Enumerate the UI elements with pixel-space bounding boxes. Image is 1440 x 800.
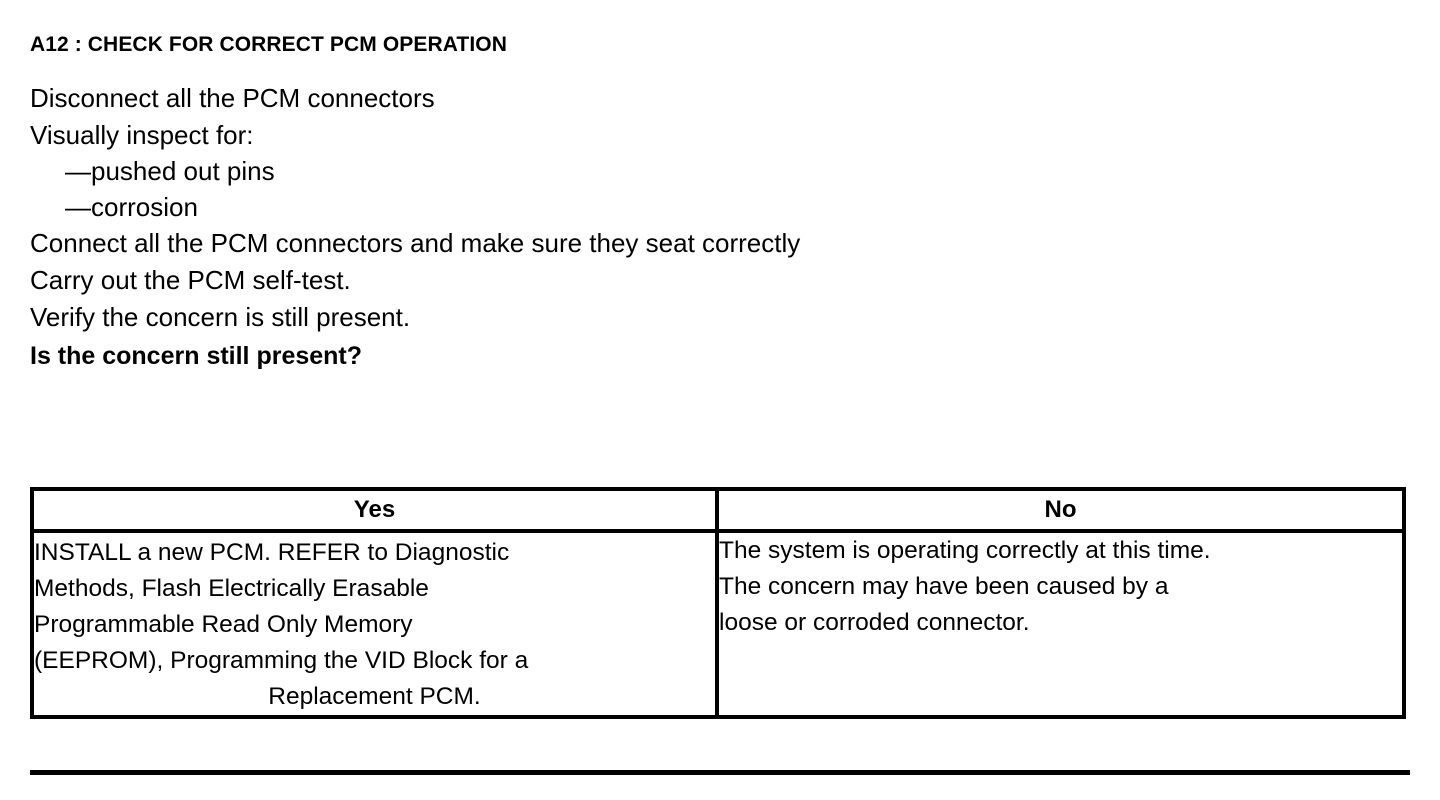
column-header-yes: Yes	[30, 487, 719, 533]
decision-table: Yes No INSTALL a new PCM. REFER to Diagn…	[30, 487, 1406, 719]
decision-question: Is the concern still present?	[30, 342, 363, 370]
cell-line: Programmable Read Only Memory	[34, 611, 413, 638]
decision-cell-yes-text: INSTALL a new PCM. REFER to Diagnostic M…	[34, 533, 715, 715]
instruction-line: Visually inspect for:	[30, 120, 254, 150]
footer-divider	[30, 770, 1410, 775]
cell-line: (EEPROM), Programming the VID Block for …	[34, 647, 529, 674]
decision-cell-no: The system is operating correctly at thi…	[715, 529, 1406, 719]
cell-line: INSTALL a new PCM. REFER to Diagnostic	[34, 539, 510, 566]
page-title: A12 : CHECK FOR CORRECT PCM OPERATION	[30, 33, 507, 56]
decision-cell-yes: INSTALL a new PCM. REFER to Diagnostic M…	[30, 529, 719, 719]
cell-line: The system is operating correctly at thi…	[719, 537, 1211, 564]
instruction-list: Disconnect all the PCM connectors Visual…	[30, 80, 1410, 376]
cell-line: loose or corroded connector.	[719, 609, 1030, 636]
instruction-line-bullet: —pushed out pins	[65, 156, 275, 186]
table-header-row: Yes No	[30, 487, 1406, 533]
cell-line: The concern may have been caused by a	[719, 573, 1169, 600]
decision-cell-no-text: The system is operating correctly at thi…	[719, 533, 1402, 645]
instruction-line: Verify the concern is still present.	[30, 302, 411, 332]
column-header-no: No	[715, 487, 1406, 533]
table-row: INSTALL a new PCM. REFER to Diagnostic M…	[30, 529, 1406, 719]
cell-line: Methods, Flash Electrically Erasable	[34, 575, 429, 602]
cell-line: Replacement PCM.	[268, 683, 481, 710]
instruction-line: Connect all the PCM connectors and make …	[30, 228, 801, 258]
instruction-line: Disconnect all the PCM connectors	[30, 83, 435, 113]
instruction-line-bullet: —corrosion	[65, 192, 198, 222]
instruction-line: Carry out the PCM self-test.	[30, 265, 351, 295]
